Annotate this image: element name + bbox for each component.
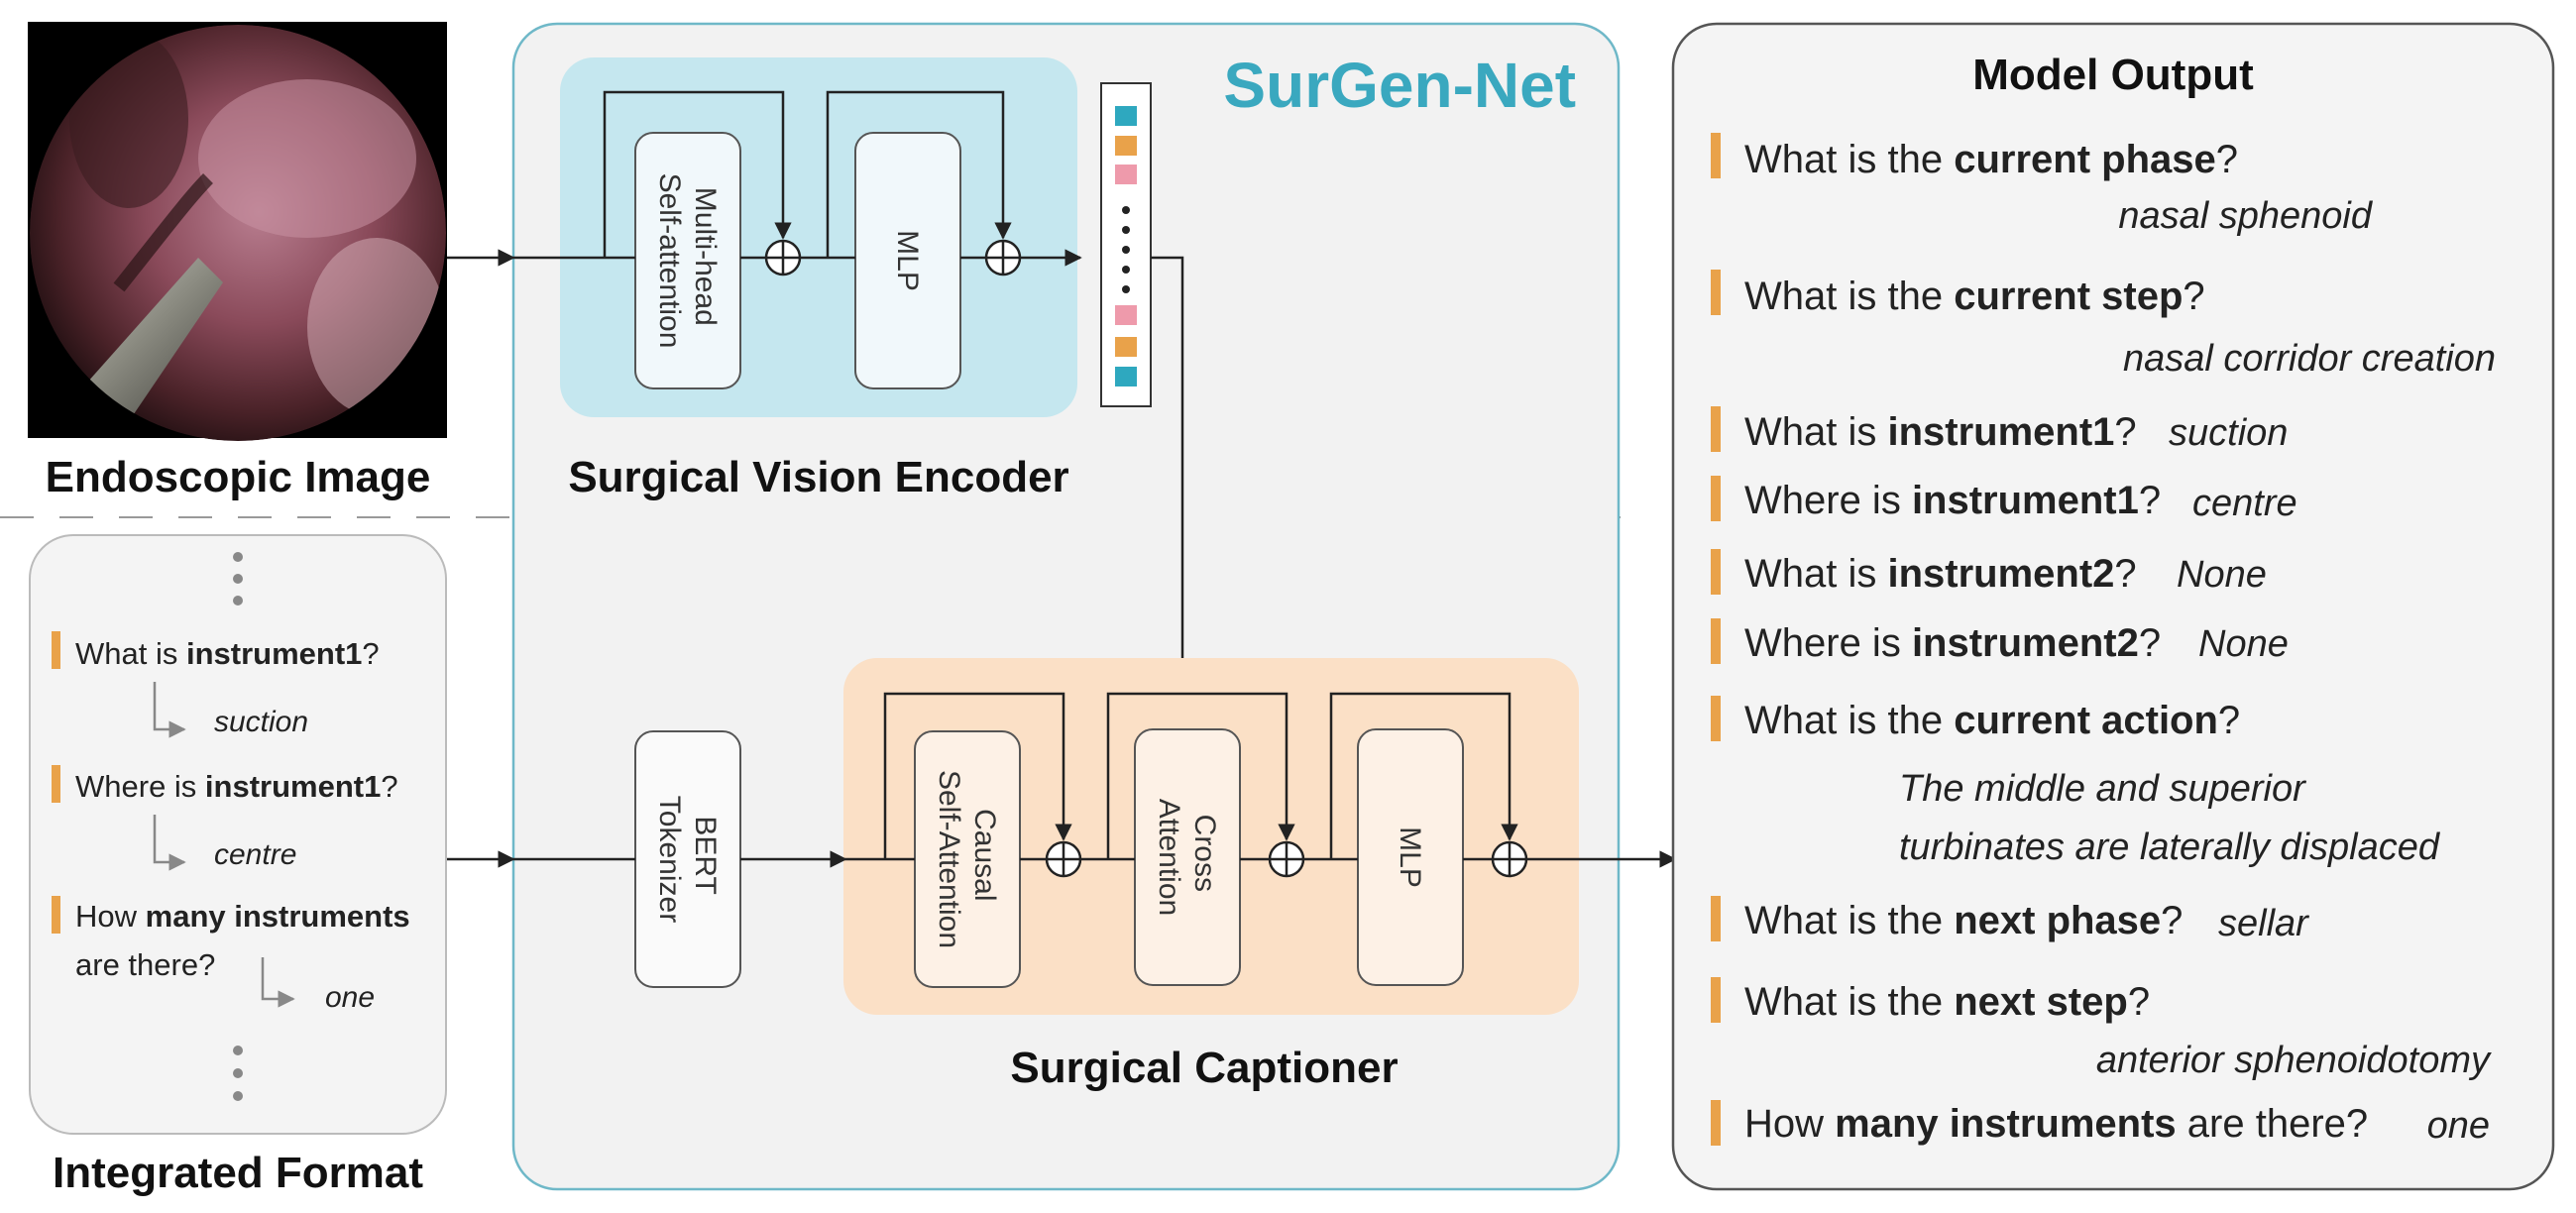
model-output-title: Model Output <box>1972 51 2254 99</box>
cross-label-2: Attention <box>1153 799 1185 916</box>
svg-text:What is the current step?: What is the current step? <box>1744 275 2205 318</box>
output-qa-8: What is the next phase? sellar <box>1711 896 2309 944</box>
output-qa-3: What is instrument1? suction <box>1711 406 2288 454</box>
svg-text:What is instrument1?: What is instrument1? <box>75 636 380 671</box>
cross-attention-block <box>1134 728 1241 986</box>
ellipsis-top <box>233 552 243 606</box>
integrated-format-label: Integrated Format <box>53 1149 423 1197</box>
output-qa-7: What is the current action? The middle a… <box>1711 696 2441 868</box>
output-qa-6: Where is instrument2? None <box>1711 618 2289 665</box>
mlp-label-encoder: MLP <box>891 230 924 291</box>
svg-text:Multi-head Self-attention: Multi-head Self-attention <box>653 173 722 349</box>
svg-text:nasal corridor creation: nasal corridor creation <box>2123 338 2496 380</box>
causal-label-1: Causal <box>968 809 1001 901</box>
svg-text:How many instruments are there: How many instruments are there? <box>1744 1102 2368 1146</box>
captioner-label: Surgical Captioner <box>1010 1044 1398 1092</box>
svg-text:What is the next step?: What is the next step? <box>1744 980 2150 1024</box>
svg-text:Cross Attention: Cross Attention <box>1153 799 1221 916</box>
svg-text:Causal Self-Attention: Causal Self-Attention <box>933 770 1001 948</box>
svg-text:sellar: sellar <box>2218 903 2309 944</box>
mlp-block-captioner <box>1357 728 1464 986</box>
svg-text:anterior sphenoidotomy: anterior sphenoidotomy <box>2096 1040 2492 1081</box>
integrated-q2: Where is instrument1? centre <box>52 765 398 871</box>
causal-self-attention-block <box>914 730 1021 988</box>
output-qa-9: What is the next step? anterior sphenoid… <box>1711 977 2492 1081</box>
svg-text:What is the next phase?: What is the next phase? <box>1744 899 2183 942</box>
output-qa-1: What is the current phase? nasal sphenoi… <box>1711 133 2374 237</box>
svg-text:suction: suction <box>2169 412 2288 454</box>
svg-text:one: one <box>325 981 375 1014</box>
cross-label-1: Cross <box>1188 815 1221 892</box>
ellipsis-bottom <box>233 1046 243 1101</box>
svg-text:How many instruments: How many instruments <box>75 899 410 934</box>
svg-text:None: None <box>2198 623 2289 665</box>
svg-text:Where is instrument2?: Where is instrument2? <box>1744 621 2161 665</box>
svg-text:What is the current action?: What is the current action? <box>1744 699 2240 742</box>
svg-text:Where is instrument1?: Where is instrument1? <box>75 769 398 804</box>
output-qa-4: Where is instrument1? centre <box>1711 476 2297 524</box>
svg-text:What is instrument2?: What is instrument2? <box>1744 552 2137 596</box>
svg-text:Where is instrument1?: Where is instrument1? <box>1744 479 2161 522</box>
svg-text:centre: centre <box>2192 483 2297 524</box>
add-node-4 <box>1268 840 1305 878</box>
visual-token-stack <box>1100 82 1152 407</box>
endoscopic-image-label: Endoscopic Image <box>46 453 431 501</box>
svg-text:What is instrument1?: What is instrument1? <box>1744 410 2137 454</box>
mlp-block-encoder <box>854 132 961 389</box>
add-node-1 <box>764 239 802 276</box>
svg-text:None: None <box>2177 554 2267 596</box>
mhsa-label-1: Multi-head <box>689 187 722 326</box>
output-qa-2: What is the current step? nasal corridor… <box>1711 270 2496 380</box>
svg-text:nasal sphenoid: nasal sphenoid <box>2118 195 2374 237</box>
svg-text:The middle and superior: The middle and superior <box>1899 768 2306 810</box>
integrated-q3: How many instruments are there? one <box>52 896 410 1014</box>
brand-title: SurGen-Net <box>1223 50 1576 121</box>
bert-tokenizer-block <box>634 730 741 988</box>
output-qa-10: How many instruments are there? one <box>1711 1100 2490 1147</box>
add-node-3 <box>1045 840 1082 878</box>
causal-label-2: Self-Attention <box>933 770 965 948</box>
mlp-label-captioner: MLP <box>1394 827 1426 888</box>
svg-text:centre: centre <box>214 838 296 871</box>
add-node-2 <box>984 239 1022 276</box>
svg-text:What is the current phase?: What is the current phase? <box>1744 138 2238 181</box>
output-qa-5: What is instrument2? None <box>1711 549 2267 596</box>
svg-text:one: one <box>2427 1105 2490 1147</box>
svg-text:BERT Tokenizer: BERT Tokenizer <box>653 796 722 923</box>
endoscopic-image <box>28 22 447 441</box>
integrated-q1: What is instrument1? suction <box>52 631 380 738</box>
mhsa-label-2: Self-attention <box>653 173 686 349</box>
add-node-5 <box>1491 840 1528 878</box>
bert-label-1: BERT <box>689 816 722 894</box>
model-output-panel <box>1671 22 2555 1191</box>
svg-text:suction: suction <box>214 706 308 738</box>
bert-label-2: Tokenizer <box>653 796 686 923</box>
svg-text:turbinates are laterally displ: turbinates are laterally displaced <box>1899 827 2441 868</box>
vision-encoder-label: Surgical Vision Encoder <box>568 453 1068 501</box>
mhsa-block <box>634 132 741 389</box>
integrated-format-panel <box>29 534 447 1135</box>
svg-text:are there?: are there? <box>75 947 215 982</box>
